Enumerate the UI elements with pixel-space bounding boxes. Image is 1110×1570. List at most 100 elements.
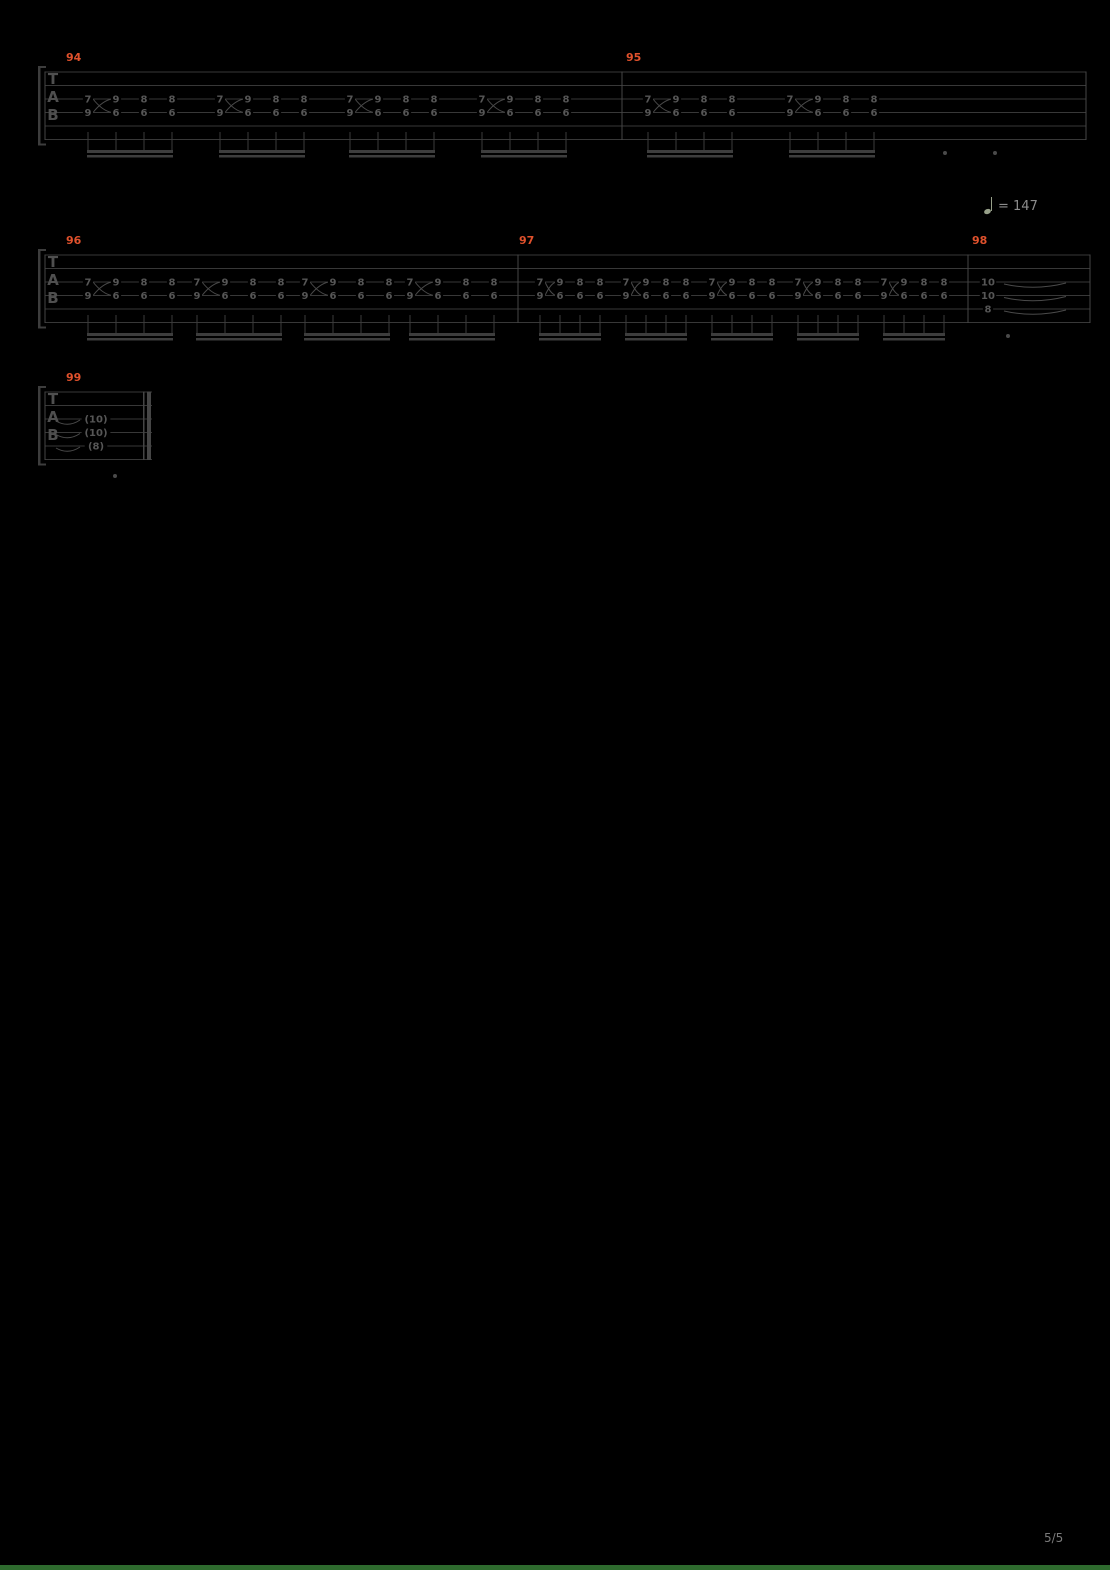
fret-number: 6 [113,291,120,302]
beam [883,338,945,341]
slur [544,281,557,296]
system-bracket [38,249,41,329]
fret-number: 6 [563,108,570,119]
beam [789,150,875,153]
tab-clef-letter: B [47,426,58,444]
fret-number: 6 [769,291,776,302]
beam [349,150,435,153]
fret-number: 8 [597,278,604,289]
fret-number: 6 [729,291,736,302]
tie [1003,296,1067,302]
fret-number: 9 [330,278,337,289]
fret-number: 9 [85,291,92,302]
staff-line [45,322,1090,323]
staff-line [45,71,1086,73]
fret-number: 7 [217,95,224,106]
note-stem [304,315,306,335]
fret-number: 7 [881,278,888,289]
beam [87,333,173,336]
fret-number: 7 [479,95,486,106]
staff-line [45,85,1086,86]
note-stem [751,315,753,335]
system-bracket [38,386,46,388]
fret-number: 9 [901,278,908,289]
fret-number: 6 [835,291,842,302]
note-stem [509,132,511,152]
note-stem [219,132,221,152]
note-stem [645,315,647,335]
staff-line [45,459,152,460]
staff-line [45,295,1090,296]
slur [354,98,375,113]
note-stem [731,315,733,335]
beam [789,155,875,158]
measure-number: 98 [972,234,987,247]
staff-line [45,254,1090,256]
system-bracket [38,386,41,466]
slur [794,98,815,113]
fret-number: 6 [141,108,148,119]
note-stem [493,315,495,335]
fret-number: 8 [278,278,285,289]
fret-number: (10) [84,428,107,439]
fret-number: 6 [871,108,878,119]
slur [486,98,507,113]
system-bracket [38,143,46,146]
final-barline-thick [147,391,151,460]
fret-number: 9 [507,95,514,106]
beam [481,155,567,158]
tab-clef-letter: A [47,271,59,289]
fret-number: 8 [358,278,365,289]
staff-line [45,391,152,393]
note-stem [817,132,819,152]
fret-number: 9 [881,291,888,302]
fret-number: (8) [88,442,104,453]
fret-number: 9 [537,291,544,302]
beam [87,150,173,153]
fret-number: 6 [535,108,542,119]
fret-number: 8 [250,278,257,289]
fret-number: 8 [749,278,756,289]
fret-number: 6 [921,291,928,302]
note-stem [665,315,667,335]
fret-number: 6 [843,108,850,119]
fret-number: 6 [507,108,514,119]
fret-number: 6 [169,291,176,302]
fret-number: 9 [709,291,716,302]
tie [1003,282,1067,288]
system-bracket [38,326,46,329]
beam [304,338,390,341]
slur [888,281,901,296]
fret-number: 9 [787,108,794,119]
staff-line [45,405,152,406]
fret-number: 8 [701,95,708,106]
fret-number: 6 [577,291,584,302]
fret-number: 8 [871,95,878,106]
fret-number: 9 [479,108,486,119]
measure-number: 97 [519,234,534,247]
barline [44,71,46,140]
note-stem [87,315,89,335]
fret-number: 6 [941,291,948,302]
beam [219,155,305,158]
fret-number: 9 [645,108,652,119]
barline [1089,254,1091,323]
note-stem [377,132,379,152]
fret-number: 8 [169,278,176,289]
note-stem [433,132,435,152]
tab-clef-letter: B [47,289,58,307]
slur [794,98,815,113]
note-stem [923,315,925,335]
fret-number: 8 [535,95,542,106]
tempo-value: = 147 [998,199,1038,214]
system-bracket [38,249,46,251]
tie [1003,309,1067,315]
note-stem [437,315,439,335]
quarter-note-icon [983,197,993,216]
note-stem [171,132,173,152]
system-bracket [38,66,41,146]
fret-number: 9 [217,108,224,119]
slur [716,281,729,296]
note-stem [275,132,277,152]
